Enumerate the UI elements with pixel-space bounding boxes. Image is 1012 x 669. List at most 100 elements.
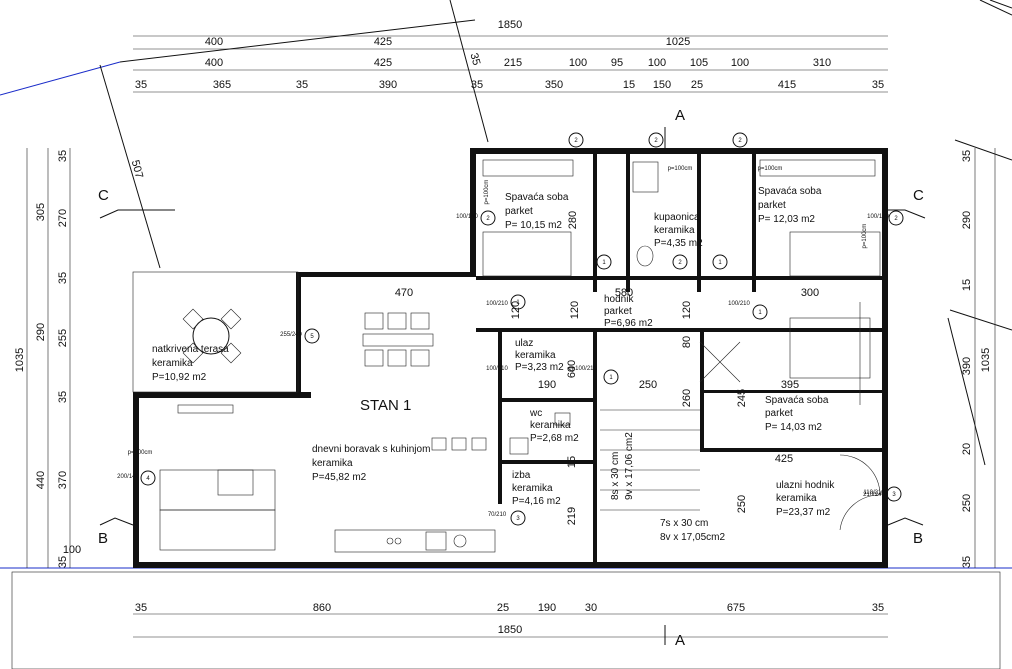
dim-right-inner: 390 [961, 357, 973, 375]
section-markers: A A B B C C [98, 107, 926, 649]
dim-left-inner: 35 [57, 272, 69, 284]
dim-top-row4: 25 [691, 79, 703, 91]
svg-text:kupaonica: kupaonica [654, 212, 700, 223]
dim-top-row2: 400 [205, 36, 223, 48]
svg-text:2: 2 [574, 138, 578, 144]
svg-text:100/210: 100/210 [728, 301, 750, 307]
svg-text:P=4,35 m2: P=4,35 m2 [654, 238, 703, 249]
interior-walls [476, 154, 882, 562]
dim-top-row4: 365 [213, 79, 231, 91]
dim-interior: 300 [801, 287, 819, 299]
svg-text:keramika: keramika [312, 458, 353, 469]
dim-interior: 425 [775, 453, 793, 465]
dim-interior: 250 [639, 379, 657, 391]
svg-text:parket: parket [604, 306, 632, 317]
room-wc: wc keramika P=2,68 m2 [529, 408, 579, 444]
dim-diagonal: 507 [129, 159, 145, 180]
svg-text:1: 1 [758, 310, 762, 316]
svg-text:100/140: 100/140 [867, 214, 889, 220]
dim-bottom-row1: 35 [872, 602, 884, 614]
dim-right-total: 1035 [980, 348, 992, 372]
dim-top-row3: 100 [731, 57, 749, 69]
svg-text:dnevni boravak s kuhinjom: dnevni boravak s kuhinjom [312, 444, 430, 455]
exterior-walls [132, 148, 888, 568]
svg-text:2: 2 [486, 216, 490, 222]
svg-text:P=45,82 m2: P=45,82 m2 [312, 472, 367, 483]
section-c-left: C [98, 187, 109, 204]
svg-text:P= 12,03 m2: P= 12,03 m2 [758, 214, 815, 225]
dim-interior: 219 [566, 507, 578, 525]
dim-interior: 470 [395, 287, 413, 299]
dim-left-inner: 255 [57, 329, 69, 347]
svg-text:ulazni hodnik: ulazni hodnik [776, 480, 835, 491]
svg-text:P=2,68 m2: P=2,68 m2 [530, 433, 579, 444]
dim-interior: 250 [736, 495, 748, 513]
section-b-left: B [98, 530, 108, 547]
svg-text:2: 2 [678, 260, 682, 266]
svg-text:p=100cm: p=100cm [128, 450, 153, 456]
dim-top-row3: 425 [374, 57, 392, 69]
section-a-bottom: A [675, 632, 685, 649]
dim-interior: 120 [681, 301, 693, 319]
svg-text:P= 14,03 m2: P= 14,03 m2 [765, 422, 822, 433]
dim-interior: 190 [538, 379, 556, 391]
dim-bottom-row1: 30 [585, 602, 597, 614]
room-bedroom-1: Spavaća soba parket P= 10,15 m2 [505, 192, 569, 231]
stair-notes: 8s x 30 cm 9v x 17,06 cm2 7s x 30 cm 8v … [610, 432, 725, 543]
dim-top-row4: 415 [778, 79, 796, 91]
dim-right-inner: 35 [961, 556, 973, 568]
dim-bottom-row1: 675 [727, 602, 745, 614]
room-entry-hall: ulazni hodnik keramika P=23,37 m2 [776, 480, 835, 518]
dim-bottom-row1: 35 [135, 602, 147, 614]
dim-left-outer: 440 [35, 471, 47, 489]
room-hallway: hodnik parket P=6,96 m2 [604, 294, 653, 329]
dim-right-inner: 20 [961, 443, 973, 455]
dim-top-row4: 35 [296, 79, 308, 91]
svg-text:9v x 17,06 cm2: 9v x 17,06 cm2 [624, 432, 635, 500]
svg-text:p=100cm: p=100cm [484, 180, 490, 205]
svg-text:2: 2 [894, 216, 898, 222]
dim-interior: 120 [510, 301, 522, 319]
dim-top-row3: 400 [205, 57, 223, 69]
dim-right-inner: 15 [961, 279, 973, 291]
dim-bottom-row1: 190 [538, 602, 556, 614]
section-a-top: A [675, 107, 685, 124]
svg-text:P=10,92 m2: P=10,92 m2 [152, 372, 207, 383]
dim-top-row4: 150 [653, 79, 671, 91]
dim-interior: 280 [567, 211, 579, 229]
apartment-label: STAN 1 [360, 397, 411, 414]
room-bathroom: kupaonica keramika P=4,35 m2 [654, 212, 703, 249]
dim-interior: 40 [566, 360, 578, 372]
dim-interior: 580 [615, 287, 633, 299]
svg-text:1: 1 [516, 300, 520, 306]
right-dimensions: 1035 35 290 15 390 20 250 35 [961, 148, 996, 568]
dim-left-total: 1035 [14, 348, 26, 372]
dim-top-row4: 35 [135, 79, 147, 91]
dim-diagonal-2: 35 [468, 52, 483, 67]
dim-right-inner: 290 [961, 211, 973, 229]
dim-bottom-row1: 25 [497, 602, 509, 614]
svg-text:1: 1 [609, 375, 613, 381]
dim-interior: 15 [566, 456, 578, 468]
dim-top-total: 1850 [498, 19, 522, 31]
dim-left-inner: 370 [57, 471, 69, 489]
room-living-kitchen: dnevni boravak s kuhinjom keramika P=45,… [312, 444, 430, 483]
svg-text:p=100cm: p=100cm [758, 166, 783, 172]
svg-text:P=4,16 m2: P=4,16 m2 [512, 496, 561, 507]
dim-top-row2: 1025 [666, 36, 690, 48]
furniture [159, 159, 881, 553]
svg-text:3: 3 [516, 516, 520, 522]
svg-text:ulaz: ulaz [515, 338, 533, 349]
svg-text:1: 1 [602, 260, 606, 266]
dim-left-inner: 35 [57, 391, 69, 403]
dim-bottom-row1: 860 [313, 602, 331, 614]
bottom-dimensions: 35 860 25 190 30 675 35 1850 [133, 602, 888, 638]
dim-top-row3: 215 [504, 57, 522, 69]
svg-text:8v x 17,05cm2: 8v x 17,05cm2 [660, 532, 725, 543]
svg-text:100/210: 100/210 [486, 301, 508, 307]
svg-text:100/210: 100/210 [575, 366, 597, 372]
room-terrace: natkrivena terasa keramika P=10,92 m2 [152, 344, 229, 383]
svg-text:3: 3 [892, 492, 896, 498]
dim-interior: 60 [566, 366, 578, 378]
svg-text:Spavaća soba: Spavaća soba [758, 186, 822, 197]
